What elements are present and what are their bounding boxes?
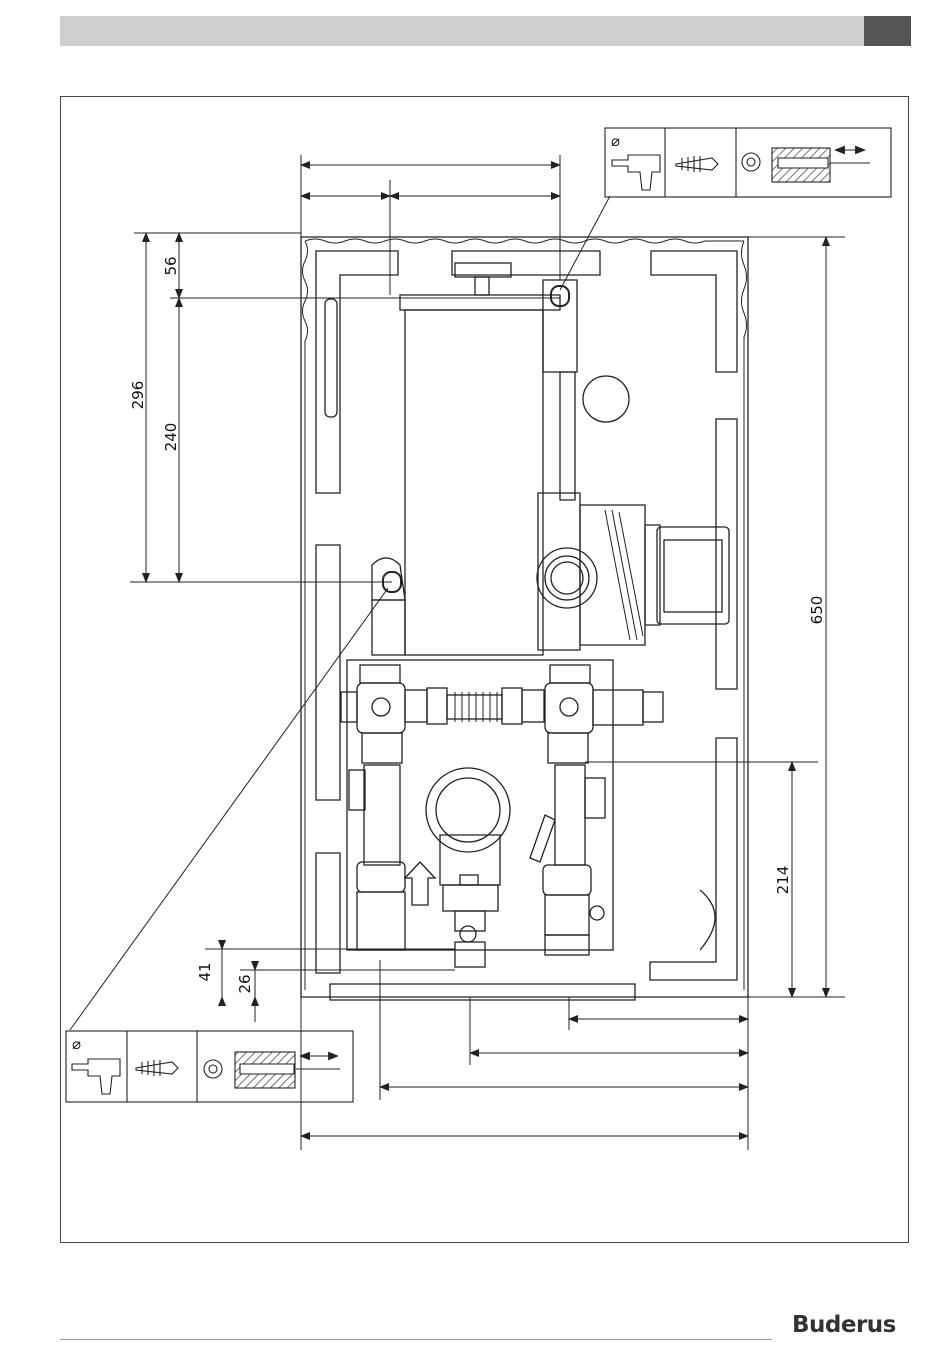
dim-296: 296: [129, 381, 147, 410]
dim-41: 41: [196, 962, 214, 981]
dim-56: 56: [162, 256, 180, 275]
drill-icon: [72, 1059, 120, 1094]
wall-plug-icon: [676, 156, 718, 172]
washer-icon: [742, 153, 760, 171]
washer-icon: [204, 1060, 222, 1078]
diameter-symbol-bottom: ⌀: [72, 1035, 81, 1053]
dim-240: 240: [162, 423, 180, 452]
mounting-plate-outline: [301, 237, 748, 997]
buderus-logo: Buderus: [792, 1312, 896, 1338]
dim-26: 26: [236, 974, 254, 993]
detail-box-top: [605, 128, 891, 197]
footer-rule: [60, 1339, 772, 1340]
detail-box-bottom: [66, 1031, 353, 1102]
drill-icon: [612, 155, 660, 190]
dim-650: 650: [808, 596, 826, 625]
dim-214: 214: [774, 866, 792, 895]
diameter-symbol-top: ⌀: [611, 132, 620, 150]
wall-plug-icon: [136, 1060, 178, 1076]
